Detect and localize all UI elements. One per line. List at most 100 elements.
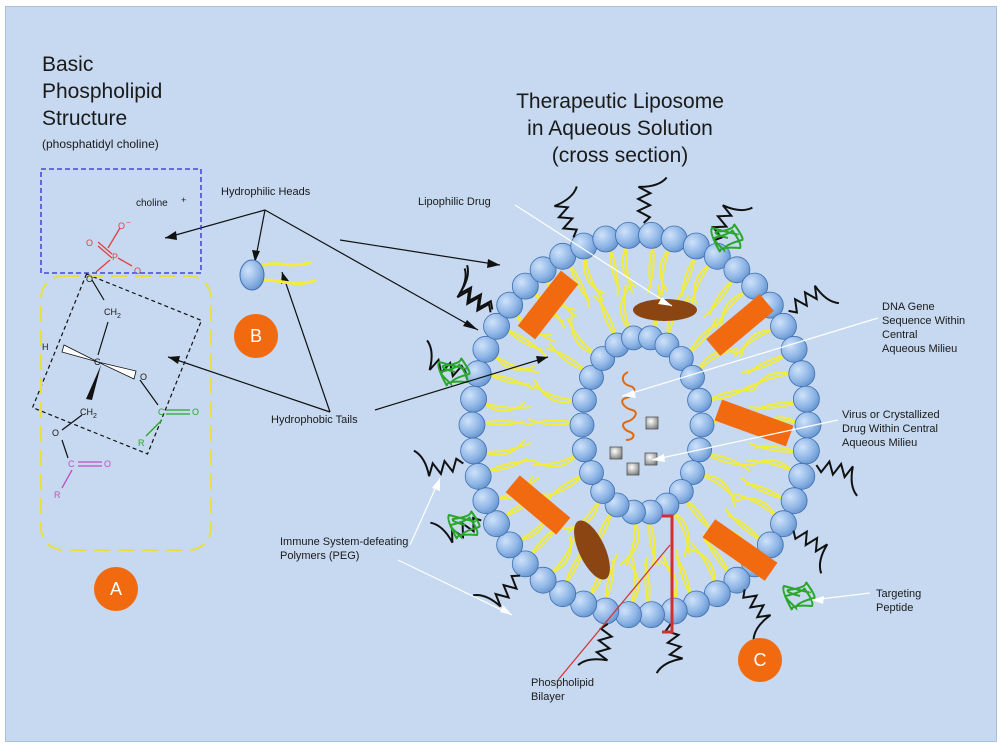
hydrophilic-head <box>680 460 705 486</box>
hydrophilic-head <box>458 411 486 439</box>
hydrophilic-heads-outer-layer <box>458 221 822 628</box>
targeting-peptide <box>782 581 816 611</box>
hydrophilic-head <box>483 510 510 538</box>
atom-o-ester-right: O <box>140 372 148 382</box>
hydrophilic-head <box>615 221 642 249</box>
label-immune-1: Immune System-defeating <box>280 536 409 548</box>
atom-o-top: O <box>118 221 126 231</box>
hydrophilic-head <box>472 335 500 363</box>
choline-phosphate-box <box>40 168 202 274</box>
label-hydrophobic-tails: Hydrophobic Tails <box>271 414 358 426</box>
badge-a: A <box>94 567 138 611</box>
hydrophilic-head <box>770 510 797 538</box>
targeting-peptides <box>437 223 816 611</box>
label-dna-4: Aqueous Milieu <box>882 343 958 355</box>
label-immune-2: Polymers (PEG) <box>280 550 360 562</box>
hydrophilic-head <box>483 312 510 340</box>
drug-ellipse <box>633 299 697 321</box>
atom-ch2-bottom: CH2 <box>80 407 97 420</box>
liposome-title-2: in Aqueous Solution <box>527 117 713 140</box>
hydrophilic-head <box>788 462 816 490</box>
drug-rod <box>702 519 778 581</box>
drug-ellipse <box>574 520 610 580</box>
hydrophilic-head <box>638 221 665 249</box>
hydrophilic-head <box>592 225 620 253</box>
peg-polymer <box>655 623 683 674</box>
atom-o-green: O <box>192 407 200 417</box>
arrow-tails-to-structure <box>167 356 331 413</box>
arrow-bilayer <box>557 544 671 681</box>
arrow-lipophilic-drug <box>514 204 673 307</box>
peg-polymer <box>413 449 464 477</box>
drug-cube <box>609 446 623 460</box>
atom-ch2-top: CH2 <box>104 307 121 320</box>
lipophilic-drug-rods <box>505 270 794 581</box>
hydrophilic-head <box>780 487 808 515</box>
hydrophilic-head <box>668 346 694 371</box>
hydrophilic-head <box>460 385 488 413</box>
phospholipid-title-2: Phospholipid <box>42 80 163 103</box>
drug-rod <box>505 475 571 535</box>
crystallized-drug-cubes <box>609 416 659 476</box>
label-virus-1: Virus or Crystallized <box>842 409 940 421</box>
arrow-dna <box>621 317 879 397</box>
hydrophilic-head <box>687 387 712 413</box>
atom-h: H <box>42 342 49 352</box>
hydrophilic-head <box>511 550 539 578</box>
dna-gene-sequence <box>621 371 637 441</box>
hydrophilic-head <box>529 256 557 284</box>
hydrophilic-head <box>793 385 820 413</box>
choline-label: choline <box>136 198 168 209</box>
liposome-title-3: (cross section) <box>551 144 689 167</box>
hydrophilic-head-B <box>239 259 265 291</box>
atom-c-purple: C <box>68 459 75 469</box>
peg-polymer <box>742 589 772 640</box>
hydrophilic-head <box>496 291 524 319</box>
phospholipid-title-3: Structure <box>42 107 128 130</box>
atom-p: P <box>112 252 119 262</box>
peg-polymer <box>635 176 668 224</box>
atom-o-right: O <box>134 266 142 276</box>
hydrophilic-head <box>496 531 524 559</box>
label-bilayer-1: Phospholipid <box>531 677 594 689</box>
hydrophilic-head <box>549 580 577 608</box>
atom-o-link: O <box>86 274 94 284</box>
label-targeting-2: Peptide <box>876 602 914 614</box>
hydrophilic-head <box>723 566 751 594</box>
targeting-peptide <box>447 510 481 540</box>
label-hydrophilic-heads: Hydrophilic Heads <box>221 186 311 198</box>
arrowheads-white <box>432 297 824 615</box>
hydrophilic-head <box>511 272 539 300</box>
atom-c-center: C <box>94 357 101 367</box>
atom-o-purple: O <box>104 459 112 469</box>
peg-polymer <box>554 186 579 238</box>
hydrophilic-head <box>660 597 688 625</box>
glycerol-backbone-box <box>31 273 203 455</box>
label-virus-3: Aqueous Milieu <box>842 437 918 449</box>
hydrophilic-head <box>579 364 604 390</box>
peg-polymer <box>456 268 492 313</box>
phospholipid-molecule-B <box>239 259 317 291</box>
hydrophilic-head <box>464 462 492 490</box>
badge-c: C <box>738 638 782 682</box>
label-bilayer-2: Bilayer <box>531 691 565 703</box>
peg-polymer <box>577 622 614 666</box>
slide-background <box>5 6 997 742</box>
peg-polymer <box>430 516 482 544</box>
hydrophilic-head <box>572 387 597 413</box>
label-targeting-1: Targeting <box>876 588 922 600</box>
atom-c-green: C <box>158 407 165 417</box>
atom-o-left: O <box>86 238 94 248</box>
arrow-heads-to-liposome <box>264 209 479 331</box>
arrow-immune-2 <box>397 559 513 616</box>
peg-polymer <box>458 264 494 310</box>
targeting-peptide <box>437 357 471 387</box>
peg-polymer <box>792 529 829 574</box>
hydrophilic-head <box>793 437 820 465</box>
badge-b: B <box>234 314 278 358</box>
arrow-tails-to-tails <box>281 271 331 413</box>
hydrophilic-head <box>569 412 595 438</box>
drug-cube <box>626 462 640 476</box>
hydrophilic-head <box>572 437 597 463</box>
